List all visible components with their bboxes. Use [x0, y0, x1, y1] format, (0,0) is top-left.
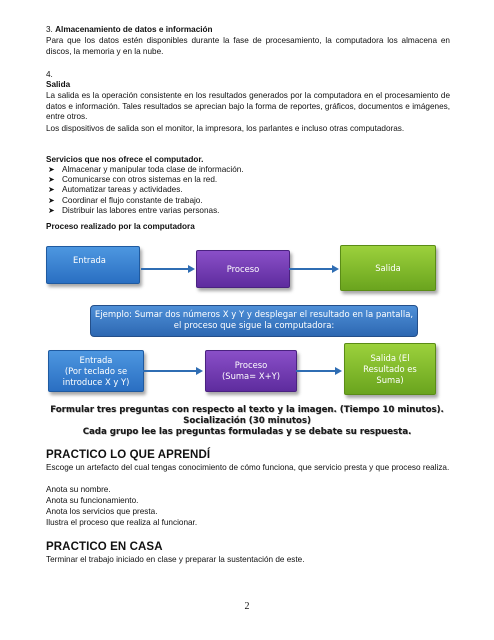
practico-1-line-4: Anota los servicios que presta.	[46, 507, 158, 516]
arrow-bullet-icon: ➤	[48, 195, 55, 205]
example-box: Ejemplo: Sumar dos números X y Y y despl…	[90, 305, 418, 337]
flow1-arrowhead-2-icon	[332, 265, 339, 273]
practico-1-line-1: Escoge un artefacto del cual tengas cono…	[46, 463, 450, 472]
arrow-bullet-icon: ➤	[48, 165, 55, 174]
list-item: ➤Comunicarse con otros sistemas en la re…	[48, 175, 218, 185]
list-item: ➤Automatizar tareas y actividades.	[48, 185, 183, 195]
practico-1-line-2: Anota su nombre.	[46, 485, 111, 494]
flow2-input-line-2: (Por teclado se	[64, 365, 128, 376]
flow1-output-box: Salida	[340, 245, 436, 291]
arrow-bullet-icon: ➤	[48, 205, 55, 215]
instruction-line-1: Formular tres preguntas con respecto al …	[50, 405, 444, 415]
section-4-body: La salida es la operación consistente en…	[46, 91, 450, 122]
flow2-arrowhead-1-icon	[196, 367, 203, 375]
section-3-number: 3.	[46, 25, 53, 34]
flow2-input-box: Entrada (Por teclado se introduce X y Y)	[48, 350, 144, 392]
flow1-arrow-2	[289, 268, 333, 270]
flow2-process-line-1: Proceso	[234, 360, 268, 370]
flow2-arrow-1	[143, 370, 197, 372]
flow2-input-line-3: introduce X y Y)	[62, 376, 130, 387]
instruction-line-2: Socialización (30 minutos)	[183, 416, 311, 426]
practico-2-heading: PRACTICO EN CASA	[46, 541, 163, 553]
process-title: Proceso realizado por la computadora	[46, 222, 195, 231]
flow2-input-line-1: Entrada	[79, 354, 113, 365]
list-item: ➤Coordinar el flujo constante de trabajo…	[48, 195, 203, 205]
services-title: Servicios que nos ofrece el computador.	[46, 155, 204, 164]
section-3-heading: 3. Almacenamiento de datos e información	[46, 25, 450, 36]
example-line-2: el proceso que sigue la computadora:	[173, 321, 335, 331]
arrow-bullet-icon: ➤	[48, 175, 55, 185]
flow2-arrow-2	[296, 370, 336, 372]
flow1-arrow-1	[141, 268, 189, 270]
section-3-title: Almacenamiento de datos e información	[55, 25, 213, 34]
flow1-arrowhead-1-icon	[188, 265, 195, 273]
flow2-output-line-3: Suma)	[376, 374, 404, 385]
list-item: ➤Distribuir las labores entre varias per…	[48, 205, 220, 215]
flow1-process-box: Proceso	[196, 250, 290, 288]
arrow-bullet-icon: ➤	[48, 185, 55, 195]
section-4-number: 4.	[46, 70, 53, 79]
flow2-process-line-2: (Suma= X+Y)	[222, 371, 280, 381]
services-list: ➤Almacenar y manipular toda clase de inf…	[46, 165, 450, 216]
list-item: ➤Almacenar y manipular toda clase de inf…	[48, 165, 244, 174]
instruction-line-3: Cada grupo lee las preguntas formuladas …	[82, 427, 412, 437]
section-3-body: Para que los datos estén disponibles dur…	[46, 36, 450, 56]
page-number: 2	[244, 601, 250, 612]
flow1-input-box: Entrada	[46, 246, 140, 284]
section-4-devices: Los dispositivos de salida son el monito…	[46, 124, 405, 133]
flow2-process-box: Proceso (Suma= X+Y)	[205, 350, 297, 392]
practico-1-heading: PRACTICO LO QUE APRENDÍ	[46, 449, 211, 461]
practico-2-line: Terminar el trabajo iniciado en clase y …	[46, 555, 305, 564]
flow2-output-box: Salida (El Resultado es Suma)	[344, 343, 436, 395]
flow1-output-label: Salida	[375, 262, 401, 273]
flow2-output-line-2: Resultado es	[363, 363, 417, 374]
practico-1-line-5: Ilustra el proceso que realiza al funcio…	[46, 518, 198, 527]
flow2-arrowhead-2-icon	[335, 367, 342, 375]
practico-1-line-3: Anota su funcionamiento.	[46, 496, 139, 505]
flow2-output-line-1: Salida (El	[370, 352, 410, 363]
flow1-input-label: Entrada	[73, 255, 106, 265]
flow1-process-label: Proceso	[226, 263, 260, 274]
section-4-title: Salida	[46, 80, 71, 89]
example-line-1: Ejemplo: Sumar dos números X y Y y despl…	[94, 309, 414, 320]
